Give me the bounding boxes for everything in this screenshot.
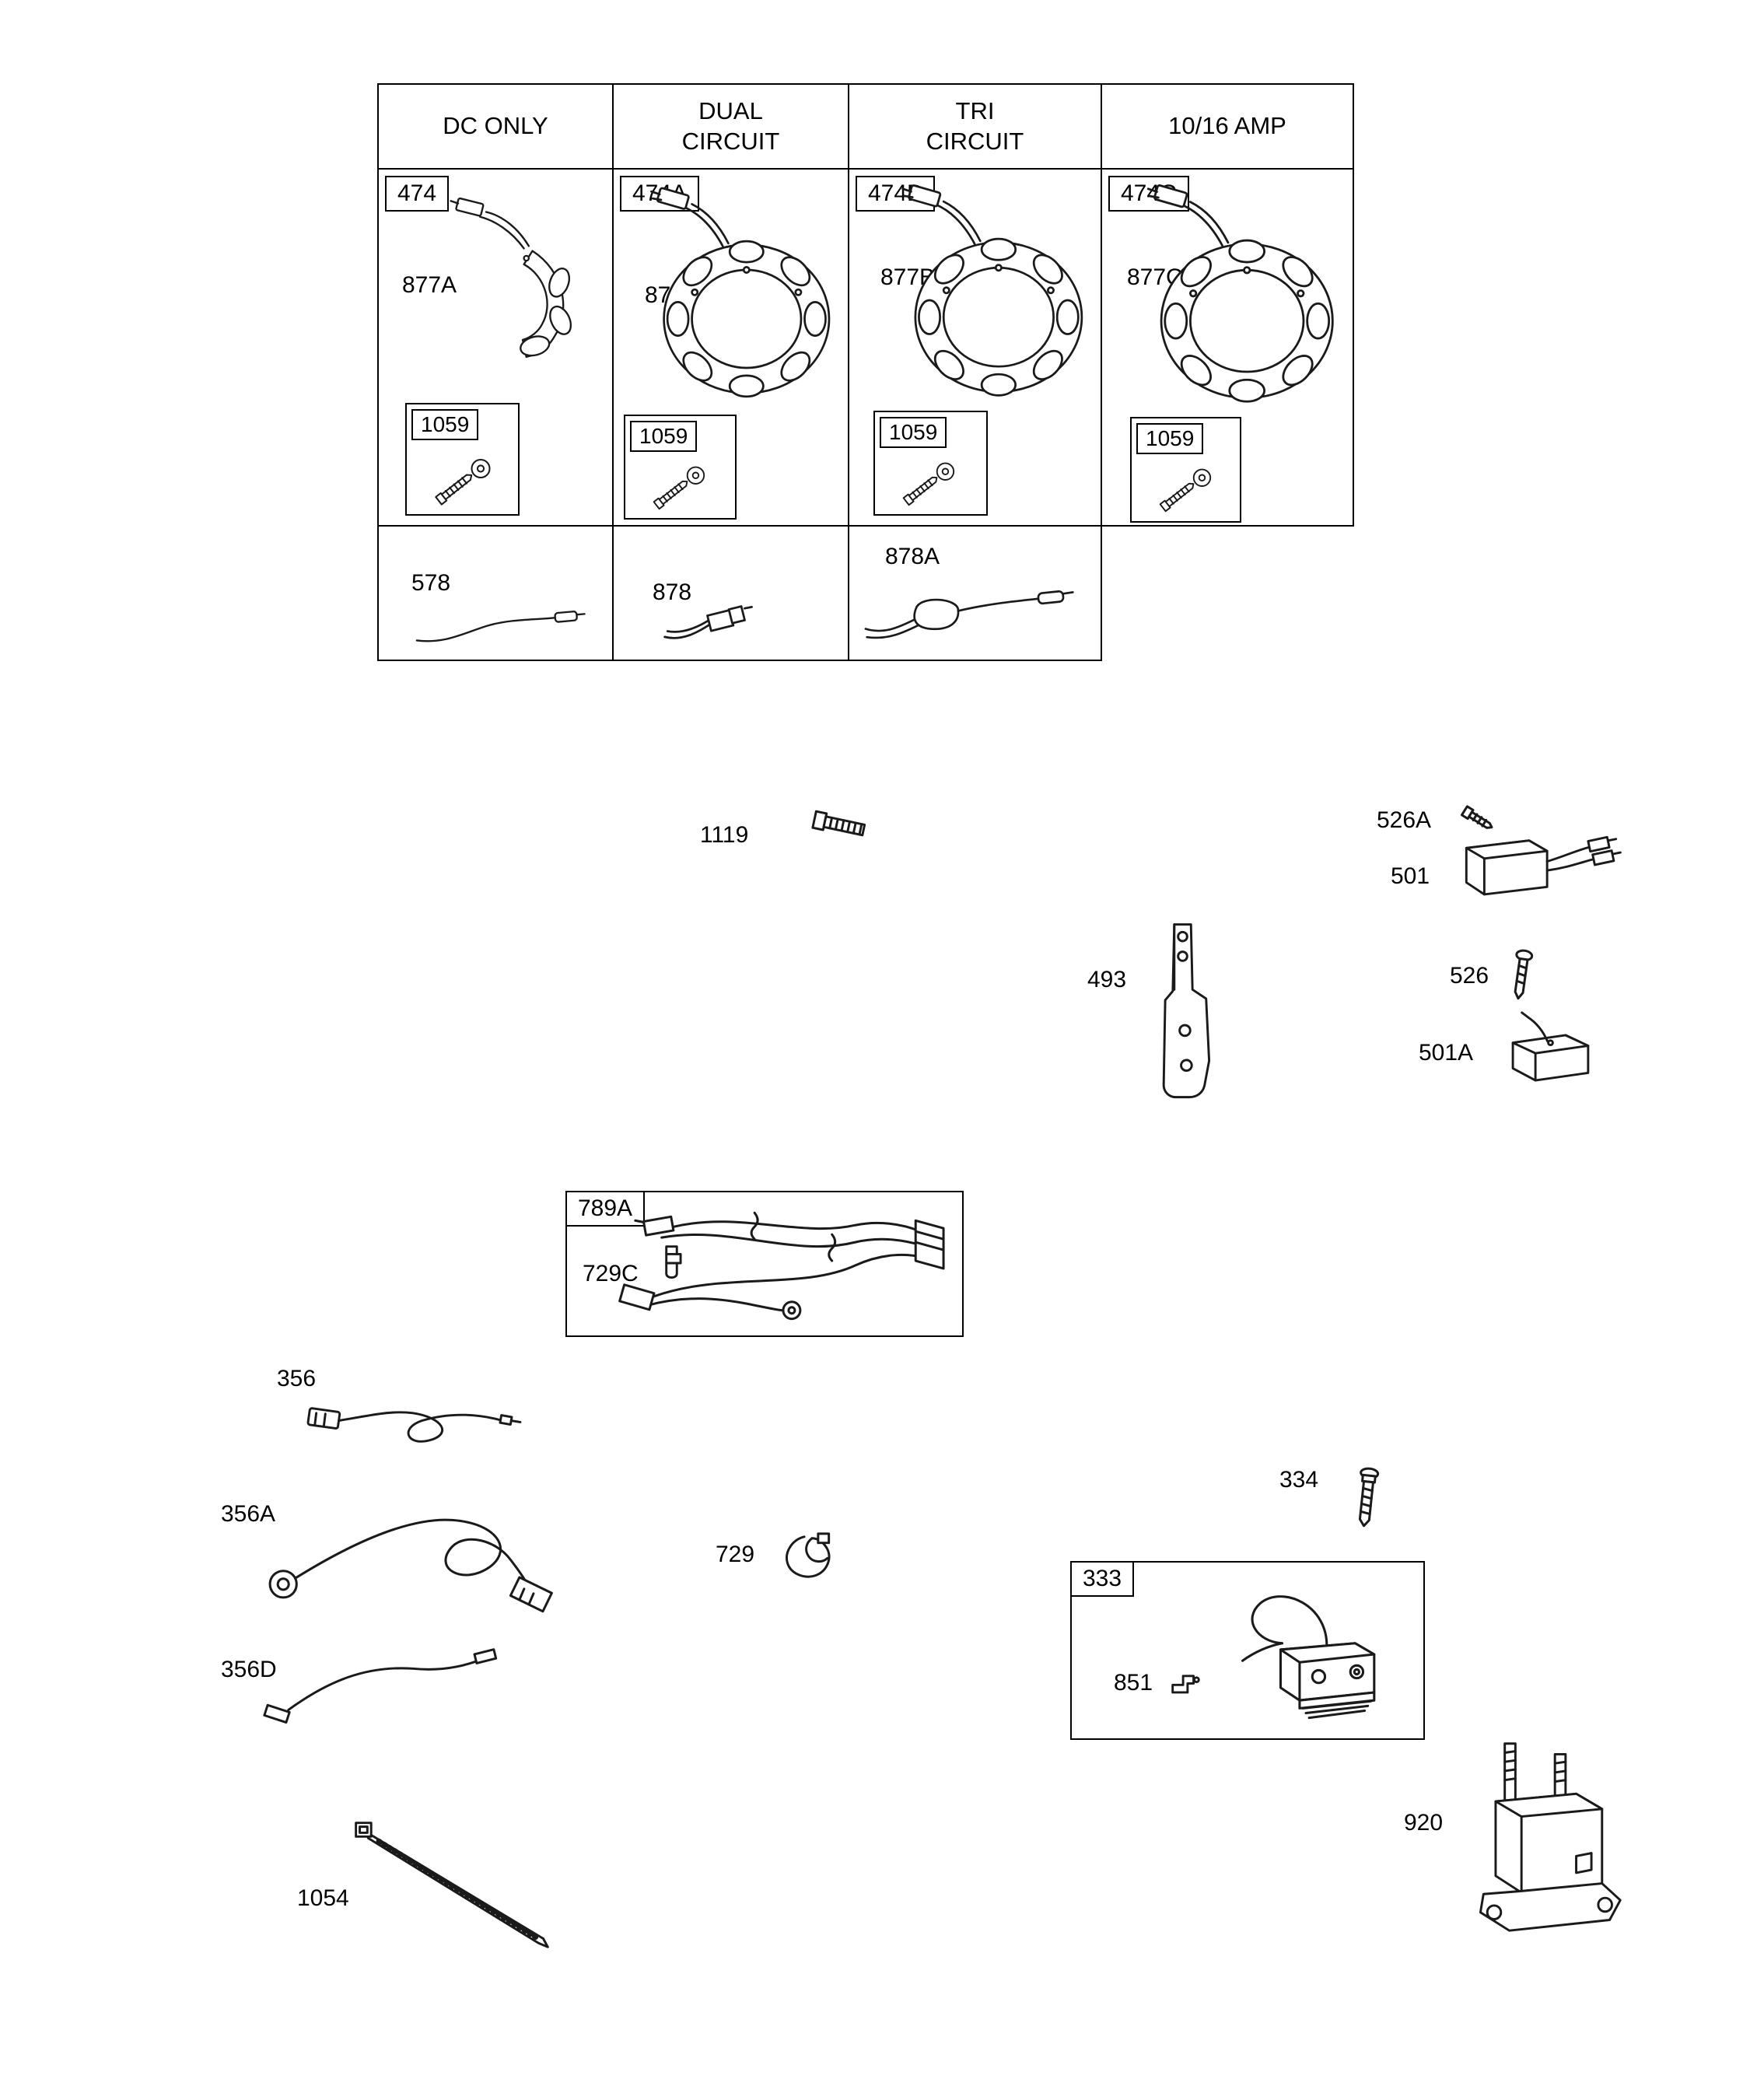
part-label-851: 851	[1114, 1670, 1153, 1696]
part-label-578: 578	[411, 570, 451, 596]
voltage-regulator-illustration	[1465, 835, 1622, 896]
part-label-878a: 878A	[885, 544, 940, 569]
cable-tie-illustration	[355, 1822, 549, 1948]
header-cell-10-16-amp: 10/16 AMP	[1101, 83, 1354, 170]
connector-wire-illustration	[663, 605, 753, 639]
header-cell-dual-circuit: DUAL CIRCUIT	[612, 83, 849, 170]
inset-ref-label: 1059	[630, 421, 698, 452]
wire-356a-illustration	[268, 1518, 553, 1613]
part-label-729c: 729C	[583, 1261, 639, 1286]
inset-ref-label: 1059	[1136, 423, 1204, 454]
part-label-356: 356	[277, 1366, 317, 1391]
clamp-illustration	[786, 1532, 831, 1578]
hex-bolt-illustration	[811, 810, 866, 837]
column-ref-label: 474	[385, 176, 450, 212]
part-label-1119: 1119	[700, 822, 749, 848]
small-screw-illustration	[1460, 805, 1493, 829]
elbow-terminal-illustration	[1171, 1675, 1200, 1694]
inset-ref-label: 1059	[880, 417, 947, 448]
part-label-356a: 356A	[221, 1501, 276, 1527]
stator-cell-474b: 474B 877B 1059	[848, 168, 1102, 527]
wire-cell-878a: 878A	[848, 525, 1102, 661]
hardware-inset-box: 1059	[405, 403, 520, 516]
stator-part-label: 877A	[402, 272, 457, 298]
part-label-526a: 526A	[1377, 807, 1432, 833]
stator-illustration	[633, 179, 843, 410]
part-label-729: 729	[716, 1542, 755, 1567]
spark-plug-boot-illustration	[665, 1245, 682, 1279]
harness-wire-illustration	[864, 590, 1074, 639]
wire-356d-illustration	[263, 1648, 498, 1724]
part-label-1054: 1054	[297, 1885, 349, 1911]
stator-illustration	[1129, 176, 1347, 415]
ignition-box-333: 333 851	[1070, 1561, 1425, 1740]
screw-washer-illustration	[881, 448, 976, 512]
box-ref-label: 789A	[565, 1191, 646, 1227]
ignition-coil-illustration	[1241, 1595, 1376, 1720]
part-label-920: 920	[1404, 1810, 1444, 1836]
wiring-harness-illustration	[618, 1211, 945, 1321]
hardware-inset-box: 1059	[1130, 417, 1241, 523]
wire-356-illustration	[306, 1407, 522, 1443]
header-cell-tri-circuit: TRI CIRCUIT	[848, 83, 1102, 170]
wire-lead-illustration	[415, 611, 586, 642]
wire-cell-578: 578	[377, 525, 614, 661]
wire-cell-878: 878	[612, 525, 849, 661]
screw-washer-illustration	[413, 443, 513, 512]
stator-cell-474: 474 877A 1059	[377, 168, 614, 527]
stator-half-illustration	[422, 185, 604, 368]
screw-washer-illustration	[632, 452, 726, 516]
part-label-878: 878	[653, 579, 692, 605]
part-label-356d: 356D	[221, 1657, 277, 1682]
header-cell-dc-only: DC ONLY	[377, 83, 614, 170]
screw-illustration	[1514, 949, 1534, 1000]
bracket-illustration	[1162, 923, 1211, 1099]
hardware-inset-box: 1059	[624, 415, 737, 520]
hardware-inset-box: 1059	[873, 411, 988, 516]
inset-ref-label: 1059	[411, 409, 479, 440]
screw-washer-illustration	[1138, 454, 1233, 518]
starter-solenoid-illustration	[1479, 1742, 1622, 1932]
part-label-501: 501	[1391, 863, 1430, 889]
stator-cell-474c: 474C 877C 1059	[1101, 168, 1354, 527]
stator-cell-474a: 474A 877 1059	[612, 168, 849, 527]
harness-box-789a: 789A 729C	[565, 1191, 964, 1337]
part-label-334: 334	[1279, 1467, 1319, 1493]
screw-334-illustration	[1358, 1467, 1380, 1528]
part-label-501a: 501A	[1419, 1040, 1474, 1066]
box-ref-label: 333	[1070, 1561, 1135, 1597]
part-label-493: 493	[1087, 967, 1127, 992]
module-illustration	[1511, 1011, 1590, 1082]
part-label-526: 526	[1450, 963, 1489, 989]
stator-illustration	[884, 176, 1096, 409]
